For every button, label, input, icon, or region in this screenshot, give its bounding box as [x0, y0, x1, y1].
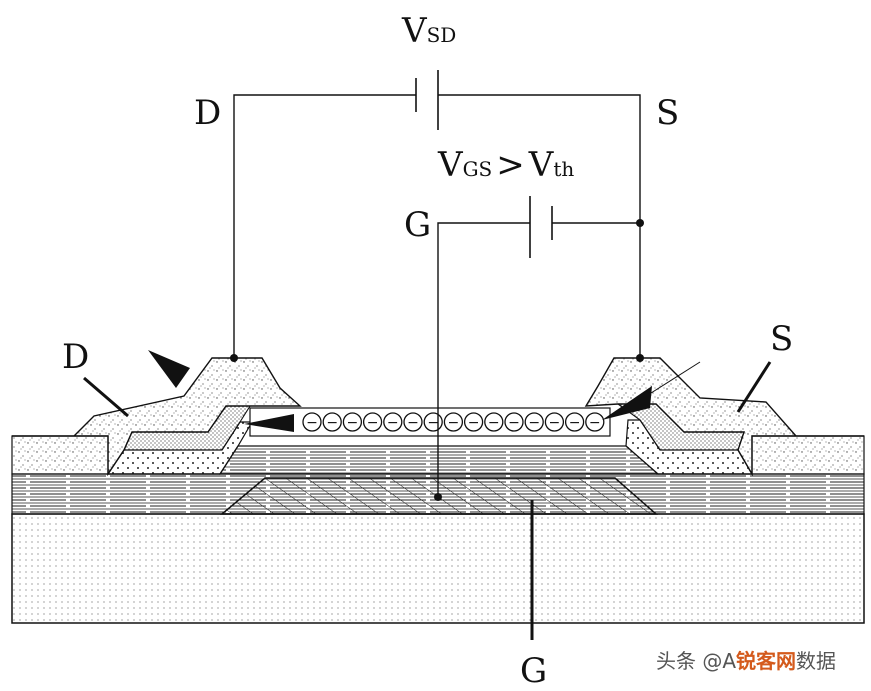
electron-charge-sign: − [367, 415, 379, 431]
watermark: 头条 @A锐客网数据 [656, 649, 836, 673]
electron [484, 412, 504, 432]
drain-wire [233, 94, 416, 358]
drain-electrode [12, 357, 302, 477]
electron [585, 412, 605, 432]
source-wire [438, 94, 641, 358]
gate-terminal-label: G [404, 205, 431, 245]
gate-device-label: G [520, 651, 547, 691]
source-wire-junction-dot [636, 219, 644, 227]
electron [362, 412, 383, 432]
gate-junction-dot [434, 493, 442, 501]
electron-charge-sign: − [448, 415, 460, 431]
source-electrode [584, 357, 864, 477]
electron [342, 412, 363, 432]
vsd-label: VSD [401, 11, 456, 51]
arrow-channel-left [244, 414, 294, 432]
electron-charge-sign: − [326, 415, 338, 431]
electron [403, 412, 423, 432]
arrow-upper-left [148, 350, 190, 388]
electron [463, 412, 484, 432]
electron-charge-sign: − [549, 415, 561, 431]
electron-charge-sign: − [347, 415, 359, 431]
electron-charge-sign: − [387, 415, 399, 431]
source-terminal-label: S [656, 93, 679, 133]
electron [322, 412, 342, 432]
glass-substrate [11, 513, 865, 624]
drain-junction-dot [230, 354, 238, 362]
electron-charge-sign: − [569, 415, 581, 431]
electron [564, 412, 585, 432]
electron-charge-sign: − [468, 415, 480, 431]
electron-charge-sign: − [427, 415, 439, 431]
vgs-vth-label: VGS>Vth [437, 145, 574, 185]
electron-charge-sign: − [488, 415, 500, 431]
arrow-channel-right [602, 386, 652, 420]
electron [504, 412, 524, 432]
source-device-label: S [770, 319, 793, 359]
electron [443, 412, 464, 432]
drain-terminal-label: D [194, 93, 221, 133]
electron [524, 412, 544, 432]
electron [544, 412, 565, 432]
electron-charge-sign: − [508, 415, 520, 431]
electron-charge-sign: − [589, 415, 601, 431]
source-junction-dot [636, 354, 644, 362]
source-leader [736, 361, 772, 413]
electron-row: −−−−−−−−−−−−−−− [302, 412, 605, 432]
electron-charge-sign: − [306, 415, 318, 431]
gate-wire [437, 222, 530, 497]
electron-charge-sign: − [407, 415, 419, 431]
electron [302, 412, 322, 432]
electron [383, 412, 403, 432]
drain-leader [83, 376, 129, 418]
semiconductor-layer [218, 445, 660, 475]
electron-charge-sign: − [528, 415, 540, 431]
drain-device-label: D [62, 337, 89, 377]
